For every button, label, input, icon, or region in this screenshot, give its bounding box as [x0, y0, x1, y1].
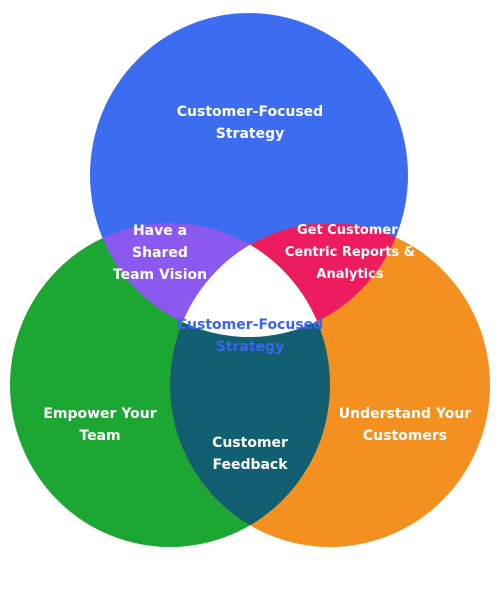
top-circle-label-line2: Strategy — [215, 126, 285, 142]
center-label-line1: Customer-Focused — [176, 317, 324, 333]
top-right-overlap-line2: Centric Reports & — [284, 245, 416, 260]
top-left-overlap-line3: Team Vision — [112, 267, 208, 283]
left-right-overlap-label: Customer Feedback — [180, 432, 320, 476]
top-left-overlap-line1: Have a — [132, 223, 188, 239]
left-right-overlap-line2: Feedback — [212, 457, 288, 473]
left-right-overlap-line1: Customer — [212, 435, 288, 451]
top-right-overlap-line3: Analytics — [316, 267, 384, 282]
top-left-overlap-label: Have a Shared Team Vision — [100, 220, 220, 286]
top-right-overlap-line1: Get Customer- — [296, 223, 404, 238]
top-right-overlap-label: Get Customer- Centric Reports & Analytic… — [275, 220, 425, 286]
overlap-center — [170, 223, 330, 337]
right-circle-label-line1: Understand Your — [338, 406, 472, 422]
right-circle-label-line2: Customers — [362, 428, 448, 444]
left-circle-label: Empower Your Team — [30, 403, 170, 447]
right-circle-label: Understand Your Customers — [330, 403, 480, 447]
left-circle-label-line2: Team — [79, 428, 121, 444]
top-left-overlap-line2: Shared — [132, 245, 188, 261]
top-circle-label-line1: Customer-Focused — [176, 104, 324, 120]
left-circle-label-line1: Empower Your — [43, 406, 157, 422]
center-label: Customer-Focused Strategy — [160, 314, 340, 358]
center-label-line2: Strategy — [215, 339, 285, 355]
top-circle-label: Customer-Focused Strategy — [150, 101, 350, 145]
